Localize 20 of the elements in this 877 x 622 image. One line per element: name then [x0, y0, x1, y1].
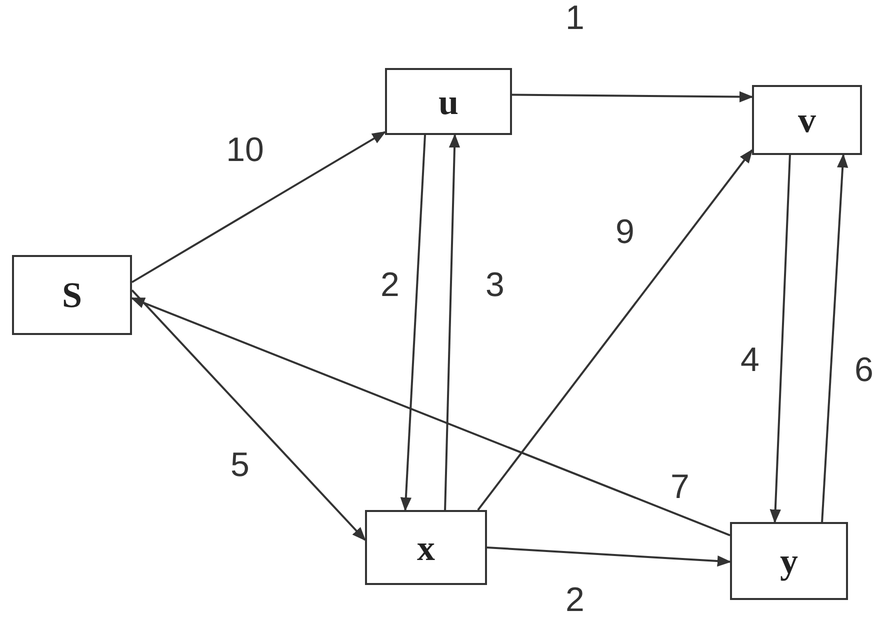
arrow	[130, 297, 730, 536]
arrow	[770, 154, 791, 524]
arrow	[131, 290, 366, 542]
vertex-box	[752, 85, 862, 155]
arrow	[821, 154, 848, 522]
vertex-label: x	[417, 530, 435, 566]
vertex-label: u	[438, 84, 459, 120]
arrow	[486, 546, 732, 567]
vertex-box	[730, 522, 848, 600]
vertex-label: v	[798, 102, 816, 138]
arrow	[132, 131, 386, 284]
vertex-box	[385, 68, 512, 135]
arrow	[512, 91, 754, 102]
vertex-label: y	[780, 543, 798, 579]
arrow	[444, 134, 460, 510]
vertex-box	[12, 255, 132, 335]
vertex-box	[365, 510, 487, 585]
arrow	[477, 148, 753, 511]
vertex-label: S	[62, 277, 82, 313]
arrow	[400, 134, 426, 512]
